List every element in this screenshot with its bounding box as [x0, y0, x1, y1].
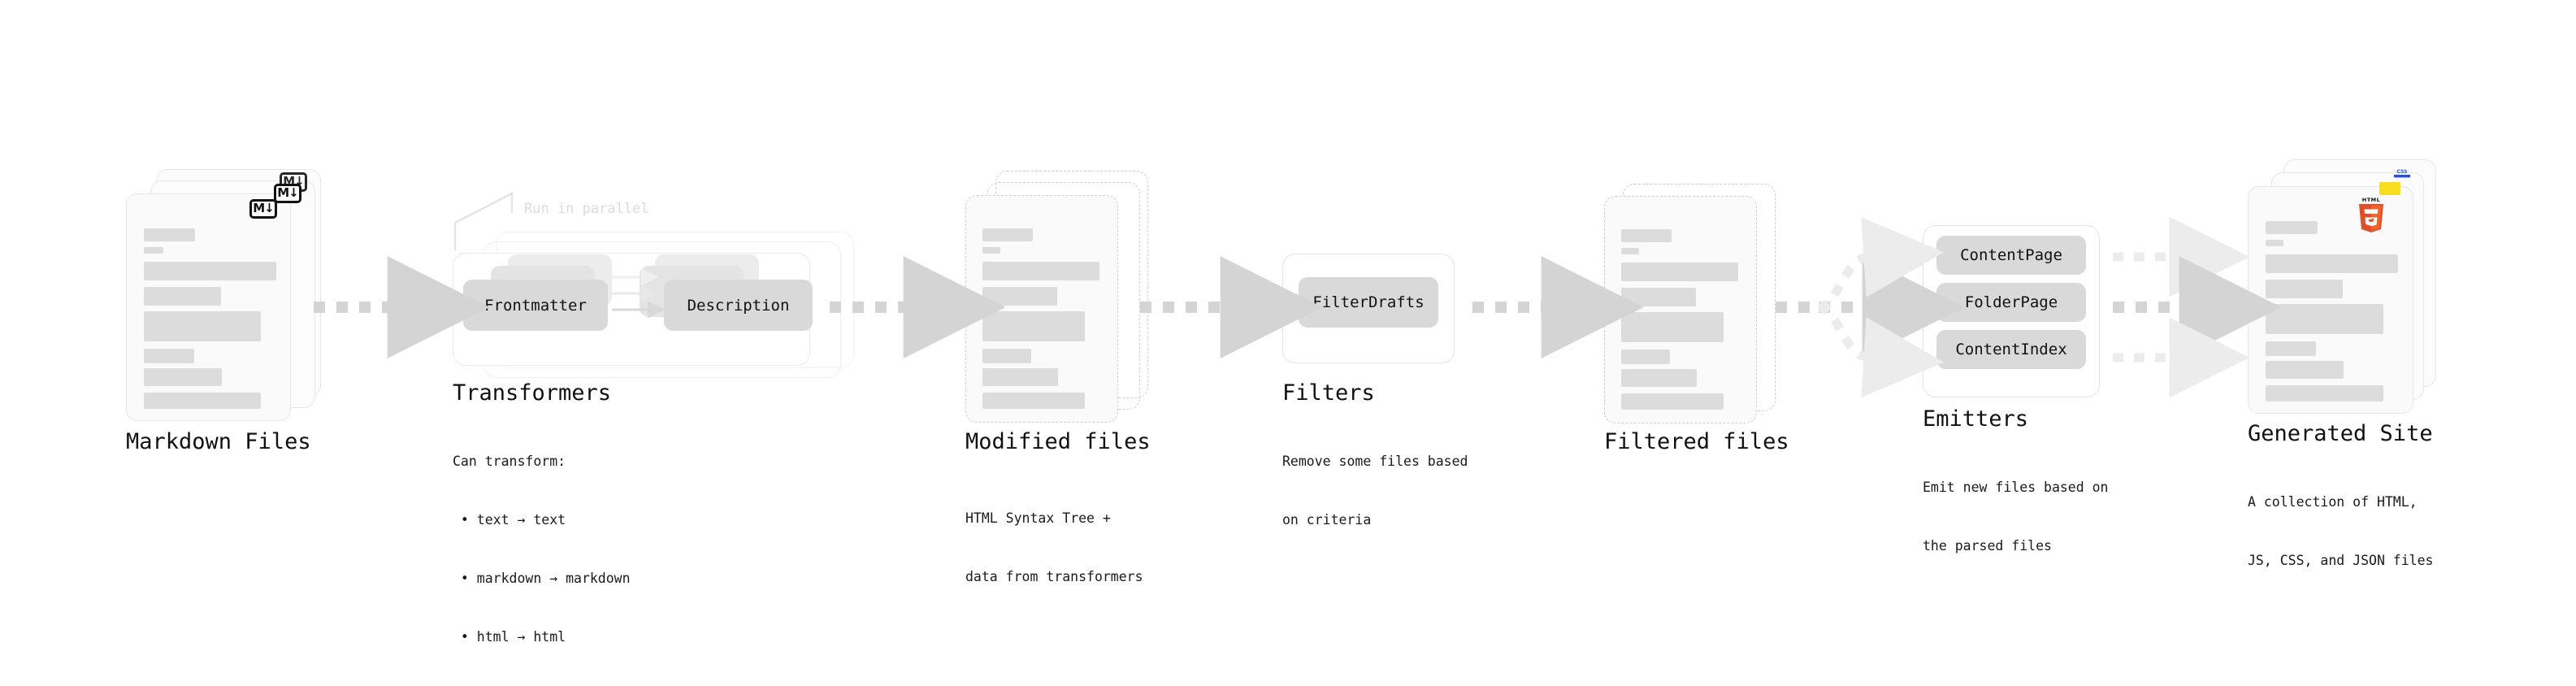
- transformer-chip-description[interactable]: Description: [664, 280, 813, 331]
- javascript-icon: [2379, 182, 2400, 195]
- stage-heading-modified-files: Modified files: [965, 429, 1151, 454]
- skeleton-bar: [2266, 254, 2398, 273]
- skeleton-bar: [982, 228, 1033, 241]
- skeleton-bar: [982, 349, 1031, 363]
- emitter-chip-label: ContentPage: [1960, 246, 2062, 264]
- stage-modified-files: Modified files HTML Syntax Tree + data f…: [0, 0, 1151, 681]
- html5-icon-svg: HTML: [2359, 197, 2383, 232]
- stage-caption-emitters: Emit new files based on the parsed files: [1923, 439, 2108, 595]
- filter-chip-filterdrafts[interactable]: FilterDrafts: [1299, 277, 1438, 328]
- caption-line: JS, CSS, and JSON files: [2248, 553, 2434, 568]
- skeleton-bar: [1621, 312, 1724, 342]
- emitter-chip-folderpage[interactable]: FolderPage: [1936, 283, 2086, 322]
- skeleton-bar: [1621, 248, 1639, 254]
- caption-line: • markdown → markdown: [453, 571, 631, 586]
- skeleton-bar: [2266, 304, 2383, 334]
- markdown-badge: M↓: [249, 199, 277, 219]
- arrow-filtered-to-emitters-fanout: [1776, 217, 1965, 397]
- svg-text:CSS: CSS: [2397, 169, 2408, 175]
- skeleton-bar: [1621, 393, 1724, 410]
- markdown-badge-label: M↓: [253, 200, 274, 215]
- skeleton-bar: [144, 393, 261, 409]
- skeleton-bar: [1621, 350, 1670, 364]
- caption-line: Emit new files based on: [1923, 480, 2109, 495]
- css-icon: CSS: [2391, 167, 2413, 184]
- skeleton-bar: [982, 311, 1085, 341]
- stage-caption-transformers: Can transform: • text → text • markdown …: [453, 413, 631, 686]
- stage-heading-transformers: Transformers: [453, 380, 612, 406]
- skeleton-bar: [1621, 288, 1696, 306]
- skeleton-bar: [144, 228, 195, 241]
- stage-transformers: x x x x Frontmatter Description Run in p…: [0, 0, 854, 681]
- skeleton-bar: [2266, 385, 2383, 402]
- caption-line: • text → text: [453, 512, 566, 528]
- skeleton-bar: [2266, 240, 2283, 246]
- stage-markdown-files: M↓ M↓ M↓ Markdown Files: [0, 0, 325, 681]
- filter-chip-label: FilterDrafts: [1312, 293, 1425, 311]
- caption-line: HTML Syntax Tree +: [965, 510, 1111, 526]
- caption-line: A collection of HTML,: [2248, 494, 2418, 510]
- skeleton-bar: [1621, 263, 1738, 281]
- skeleton-bar: [144, 311, 261, 341]
- stage-generated-site: CSS HTML Generated Site A collection of …: [0, 0, 2436, 681]
- skeleton-bar: [144, 287, 221, 306]
- site-card-front: [2248, 186, 2413, 414]
- caption-line: Can transform:: [453, 454, 566, 469]
- transformer-chip-frontmatter[interactable]: Frontmatter: [463, 280, 608, 331]
- caption-line: • html → html: [453, 629, 566, 645]
- stage-caption-generated-site: A collection of HTML, JS, CSS, and JSON …: [2248, 454, 2433, 610]
- run-in-parallel-label: Run in parallel: [524, 201, 649, 217]
- skeleton-bar: [144, 349, 194, 363]
- markdown-card-front: [126, 193, 291, 421]
- caption-line: data from transformers: [965, 569, 1143, 584]
- skeleton-bar: [982, 247, 1000, 254]
- skeleton-bar: [2266, 361, 2344, 379]
- skeleton-bar: [144, 368, 222, 386]
- skeleton-bar: [2266, 280, 2343, 298]
- modified-card-front: [965, 195, 1118, 423]
- stage-heading-markdown-files: Markdown Files: [126, 429, 311, 454]
- skeleton-bar: [1621, 369, 1697, 387]
- caption-line: the parsed files: [1923, 538, 2052, 554]
- skeleton-bar: [2266, 221, 2318, 234]
- skeleton-bar: [2266, 341, 2316, 356]
- html5-icon: HTML: [2355, 195, 2387, 237]
- emitter-chip-contentindex[interactable]: ContentIndex: [1936, 330, 2086, 369]
- markdown-badge-label: M↓: [277, 185, 298, 200]
- stage-heading-emitters: Emitters: [1923, 406, 2029, 432]
- markdown-badge: M↓: [274, 184, 301, 203]
- skeleton-bar: [144, 247, 163, 254]
- skeleton-bar: [1621, 229, 1672, 242]
- filtered-card-front: [1604, 196, 1757, 423]
- stage-caption-filters: Remove some files based on criteria: [1282, 413, 1468, 569]
- caption-line: on criteria: [1282, 512, 1372, 528]
- emitter-chip-label: ContentIndex: [1955, 341, 2067, 358]
- stage-caption-modified-files: HTML Syntax Tree + data from transformer…: [965, 470, 1143, 626]
- javascript-icon-square: [2379, 182, 2400, 195]
- skeleton-bar: [982, 287, 1057, 306]
- skeleton-bar: [982, 262, 1099, 280]
- stage-heading-filters: Filters: [1282, 380, 1375, 406]
- skeleton-bar: [982, 393, 1085, 409]
- stage-heading-filtered-files: Filtered files: [1604, 429, 1789, 454]
- transformer-chip-label: Frontmatter: [484, 296, 587, 315]
- skeleton-bar: [982, 368, 1058, 386]
- arrow-emitters-to-site-parallel: [2113, 216, 2282, 398]
- transformer-chip-label: Description: [687, 296, 790, 315]
- stage-heading-generated-site: Generated Site: [2248, 421, 2433, 446]
- svg-text:HTML: HTML: [2362, 197, 2380, 203]
- emitter-chip-contentpage[interactable]: ContentPage: [1936, 236, 2086, 275]
- emitter-chip-label: FolderPage: [1964, 293, 2058, 311]
- css-icon-svg: CSS: [2394, 169, 2410, 178]
- caption-line: Remove some files based: [1282, 454, 1468, 469]
- skeleton-bar: [144, 262, 276, 280]
